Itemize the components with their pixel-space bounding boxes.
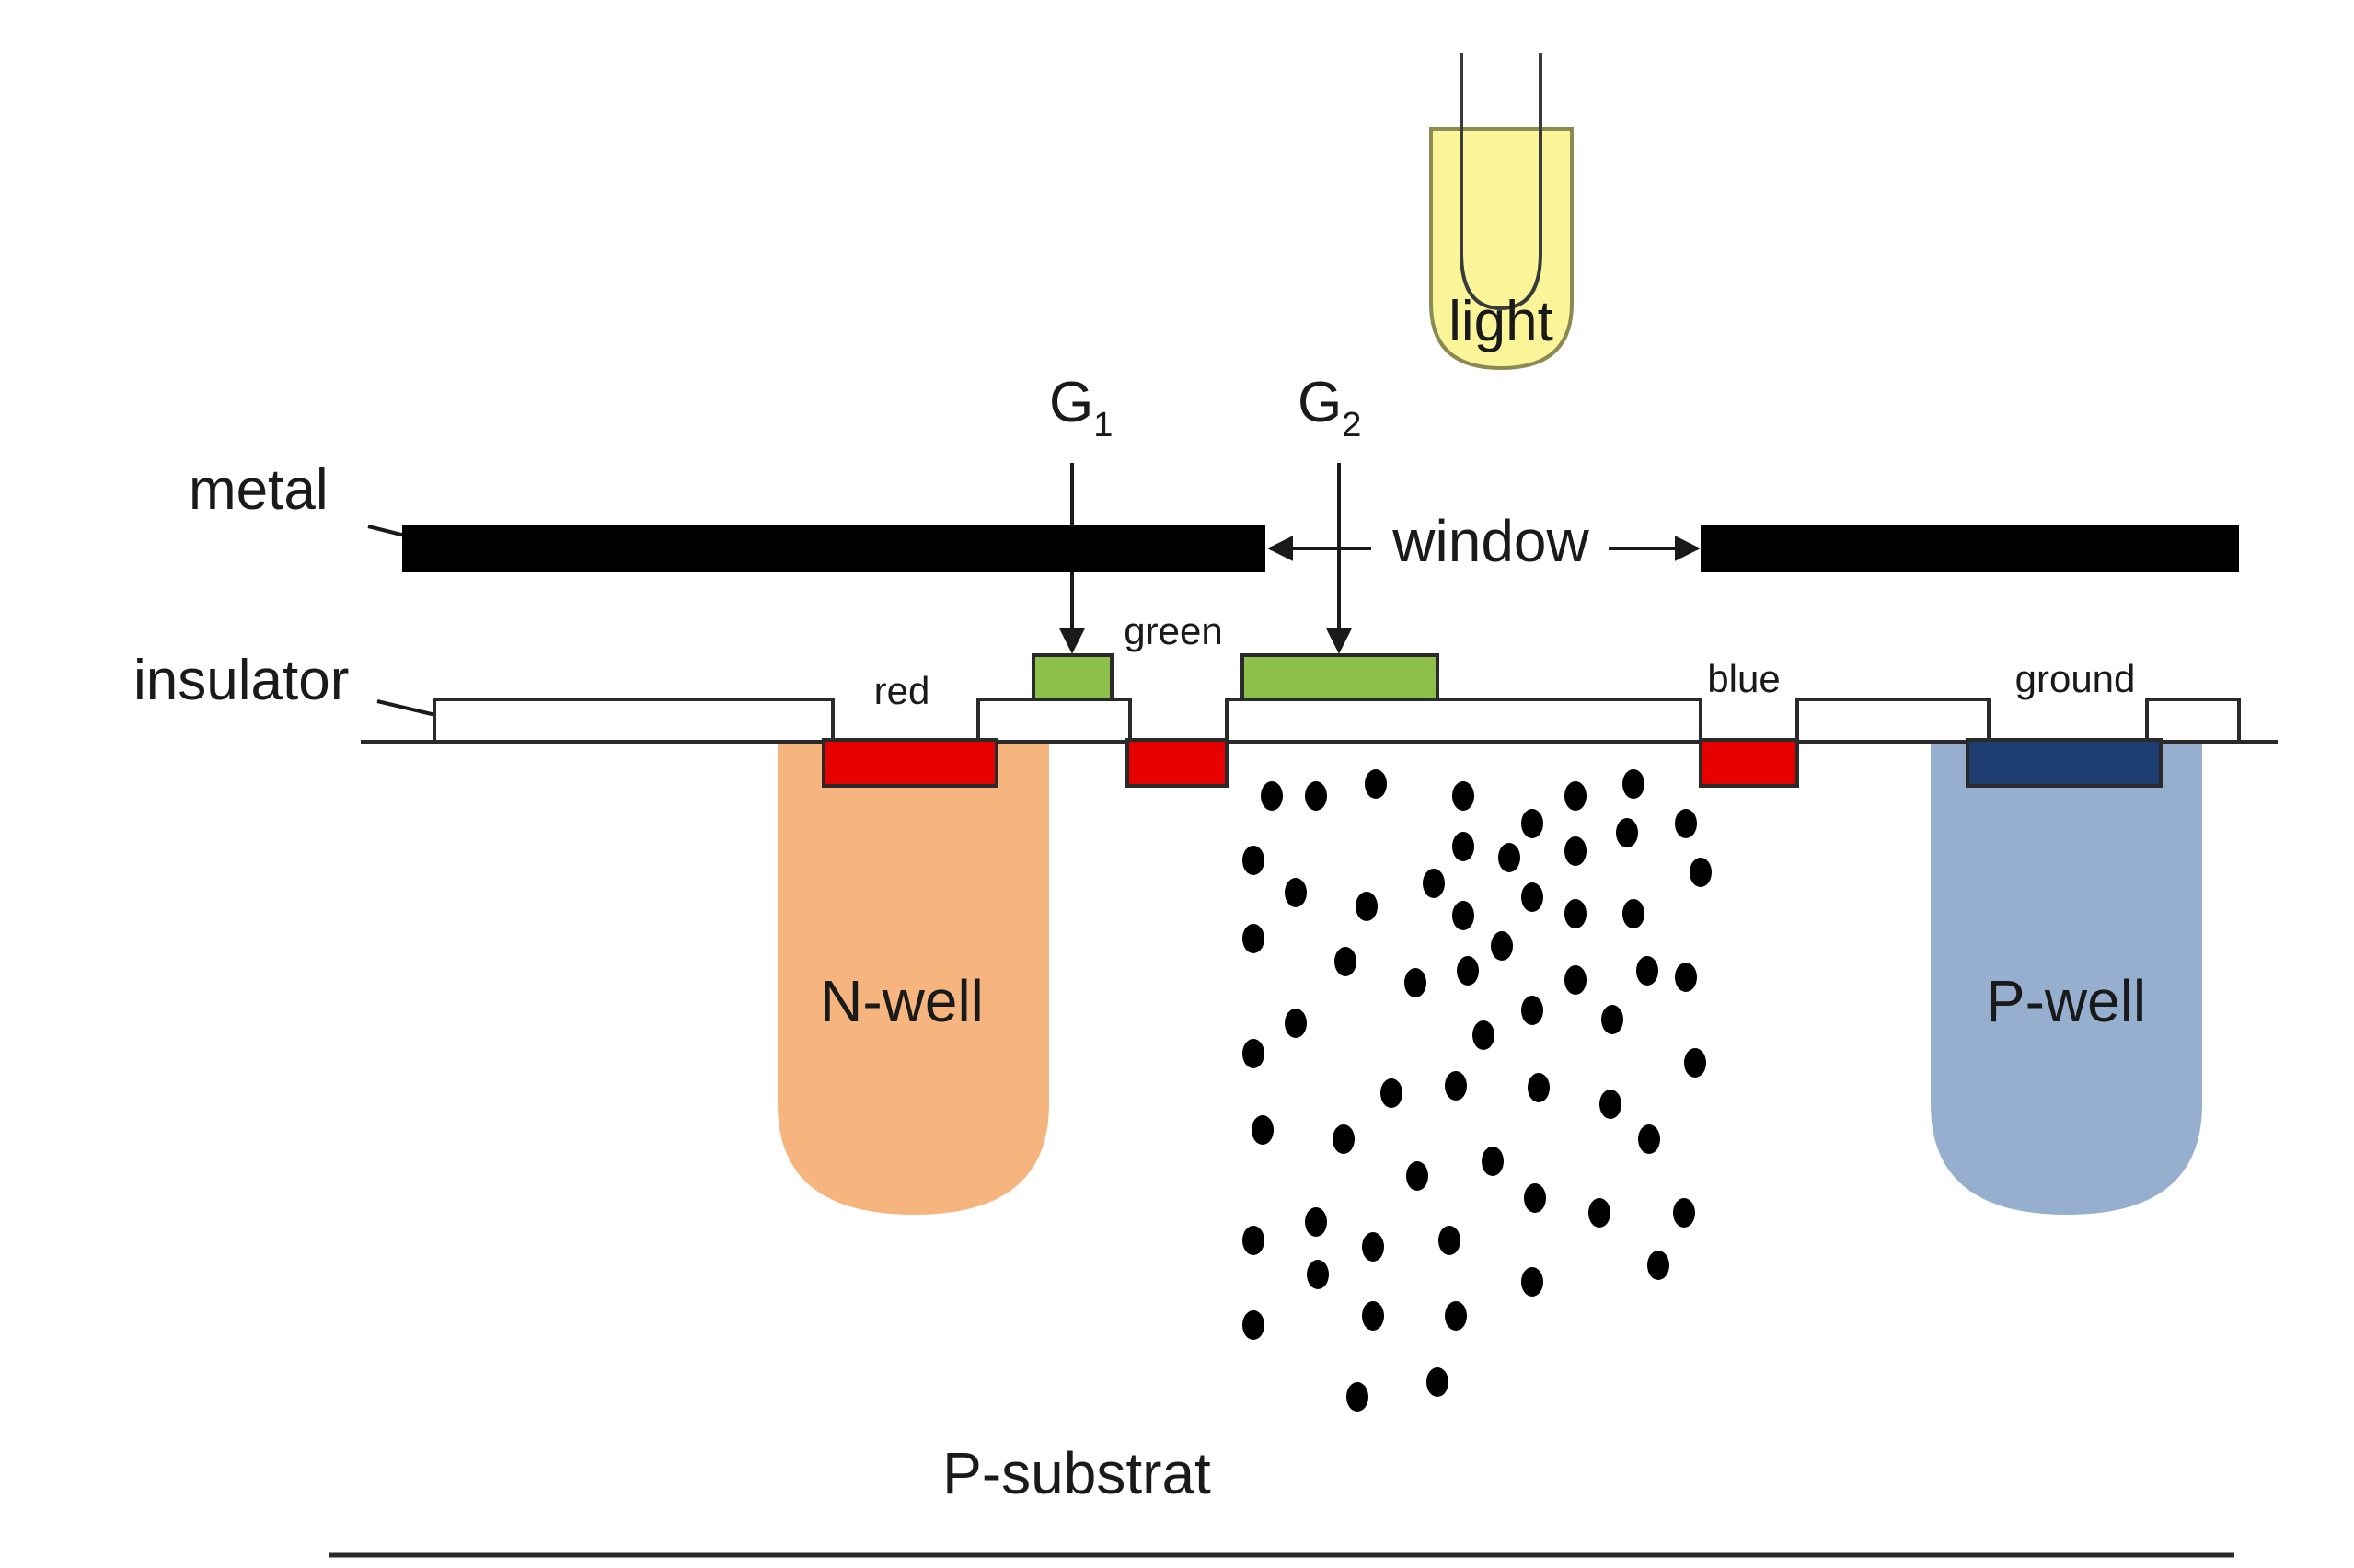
carrier-dot [1564, 965, 1587, 995]
window-label: window [1391, 508, 1589, 574]
carrier-dot [1622, 769, 1644, 799]
carrier-dot [1673, 1198, 1695, 1228]
carrier-dot [1521, 809, 1543, 838]
n-well-label: N-well [820, 968, 984, 1034]
carrier-dot [1261, 781, 1283, 811]
carrier-dot [1524, 1183, 1546, 1213]
carrier-dot [1404, 968, 1426, 997]
carrier-dot [1346, 1382, 1368, 1412]
carrier-dot [1452, 781, 1474, 811]
gate-g2-label: G2 [1298, 371, 1361, 444]
insulator-segment [2145, 698, 2241, 744]
carrier-dot [1334, 947, 1356, 976]
carrier-dot [1252, 1115, 1274, 1145]
carrier-dot [1528, 1073, 1550, 1102]
carrier-dot [1564, 899, 1587, 928]
p-well-region [1931, 742, 2202, 1215]
carrier-dot [1362, 1301, 1384, 1331]
carrier-dot [1498, 843, 1520, 872]
carrier-dot [1362, 1232, 1384, 1262]
window-annotation: window [1267, 508, 1701, 574]
blue-label: blue [1707, 657, 1780, 700]
carrier-dot [1638, 1124, 1660, 1154]
carrier-dot [1690, 858, 1712, 887]
red-contact-blue-node [1699, 738, 1799, 788]
carrier-dot [1472, 1020, 1494, 1050]
gate-g1-label: G1 [1049, 371, 1113, 444]
carrier-dot [1438, 1226, 1460, 1255]
carrier-dot [1242, 1226, 1264, 1255]
insulator-label: insulator [133, 649, 349, 712]
carrier-dot [1521, 1267, 1543, 1297]
carrier-dot [1647, 1251, 1669, 1280]
carrier-dot [1285, 878, 1307, 907]
insulator-segment [1225, 698, 1702, 744]
red-contact-nwell [822, 738, 998, 788]
carrier-dot [1242, 924, 1264, 953]
charge-carrier-dots [1242, 769, 1712, 1412]
carrier-dot [1457, 956, 1479, 986]
red-contact-center [1125, 738, 1229, 788]
carrier-dot [1423, 869, 1445, 898]
insulator-segment [1795, 698, 1991, 744]
insulator-segment [976, 698, 1132, 744]
gate-g1: G1 [1049, 371, 1113, 654]
carrier-dot [1305, 1207, 1327, 1237]
bulb-filament [1460, 53, 1542, 311]
insulator-layer [433, 698, 2241, 744]
metal-leader-line [367, 525, 406, 537]
substrate-label: P-substrat [942, 1440, 1211, 1506]
carrier-dot [1616, 818, 1638, 847]
carrier-dot [1564, 781, 1587, 811]
green-gate-g2 [1240, 653, 1439, 701]
carrier-dot [1588, 1198, 1610, 1228]
carrier-dot [1521, 996, 1543, 1025]
carrier-dot [1242, 1310, 1264, 1340]
ground-contact [1966, 738, 2163, 788]
carrier-dot [1365, 769, 1387, 799]
ground-label: ground [2015, 657, 2136, 700]
carrier-dot [1491, 931, 1513, 961]
carrier-dot [1285, 1009, 1307, 1038]
metal-shield-left [402, 525, 1265, 572]
metal-shield-right [1701, 525, 2239, 572]
light-label: light [1448, 290, 1553, 353]
carrier-dot [1356, 892, 1378, 921]
carrier-dot [1684, 1048, 1706, 1078]
carrier-dot [1675, 809, 1697, 838]
green-label: green [1124, 609, 1222, 652]
carrier-dot [1675, 963, 1697, 992]
carrier-dot [1445, 1071, 1467, 1101]
carrier-dot [1521, 882, 1543, 912]
carrier-dot [1452, 832, 1474, 861]
carrier-dot [1622, 899, 1644, 928]
carrier-dot [1599, 1090, 1621, 1119]
carrier-dot [1333, 1124, 1355, 1154]
p-well-label: P-well [1986, 968, 2146, 1034]
red-label: red [874, 669, 930, 712]
carrier-dot [1636, 956, 1658, 986]
light-bulb-icon: light [1429, 53, 1574, 371]
n-well-region [778, 742, 1049, 1215]
metal-label: metal [189, 458, 329, 522]
carrier-dot [1242, 846, 1264, 875]
carrier-dot [1380, 1078, 1402, 1108]
gate-g2: G2 [1298, 371, 1361, 654]
green-gate-g1 [1032, 653, 1114, 701]
carrier-dot [1601, 1005, 1623, 1034]
carrier-dot [1305, 781, 1327, 811]
carrier-dot [1406, 1161, 1428, 1191]
bulb-glass [1429, 127, 1574, 371]
carrier-dot [1445, 1301, 1467, 1331]
carrier-dot [1307, 1260, 1329, 1289]
carrier-dot [1452, 901, 1474, 930]
insulator-segment [433, 698, 835, 744]
carrier-dot [1426, 1367, 1448, 1397]
carrier-dot [1482, 1147, 1504, 1176]
carrier-dot [1564, 836, 1587, 866]
carrier-dot [1242, 1039, 1264, 1068]
